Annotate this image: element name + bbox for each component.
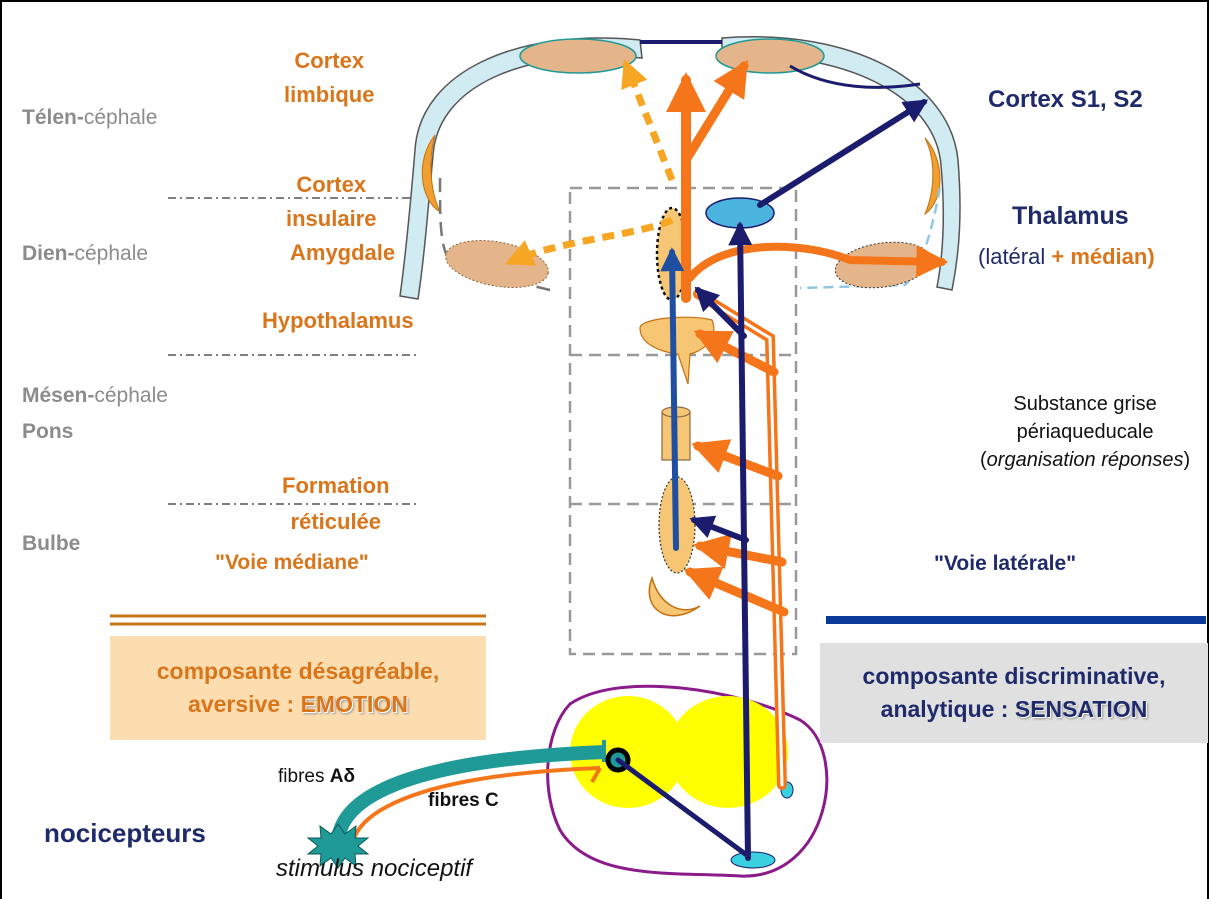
arrow-to-pag	[698, 446, 778, 476]
hypothalamus-shape	[640, 317, 714, 384]
level-telencephale: Télen-céphale	[22, 106, 157, 130]
sensation-line2: analytique : SENSATION	[863, 693, 1166, 726]
level-bulbe: Bulbe	[22, 532, 80, 556]
emotion-component-box: composante désagréable, aversive : EMOTI…	[110, 636, 486, 740]
level-diencephale: Dien-céphale	[22, 242, 148, 266]
label-fibres-c: fibres C	[428, 790, 499, 812]
label-cortex-s1s2: Cortex S1, S2	[988, 86, 1143, 114]
dashed-emotional-arrows	[510, 64, 672, 262]
arrow-to-cortex-s1s2	[760, 102, 924, 205]
arrow-to-limbic-dashed	[626, 64, 672, 180]
label-amygdale: Amygdale	[290, 240, 395, 266]
label-thalamus-sub: (latéral + médian)	[978, 244, 1155, 270]
label-fibres-adelta: fibres Aδ	[278, 766, 355, 788]
dorsal-horn-right	[668, 696, 788, 808]
arrow-reticulo-thalamic	[672, 252, 676, 548]
arrow-to-hypothalamus	[700, 334, 774, 372]
bulbe-shape	[649, 578, 700, 616]
label-nocicepteurs: nocicepteurs	[44, 818, 206, 849]
label-thalamus: Thalamus	[1012, 202, 1129, 231]
amygdale-area	[442, 233, 552, 294]
arrow-to-cortex-s1	[686, 66, 744, 160]
label-hypothalamus: Hypothalamus	[262, 308, 414, 334]
cortex-limbique-area	[520, 39, 636, 73]
arrow-to-reticular	[700, 546, 782, 562]
component-bars	[110, 616, 1206, 624]
cortex-s1s2-area	[716, 39, 824, 73]
label-voie-mediane: "Voie médiane"	[215, 551, 369, 575]
emotion-line2: aversive : EMOTION	[157, 688, 440, 721]
commissure-dot	[731, 852, 775, 868]
label-stimulus: stimulus nociceptif	[276, 855, 472, 883]
sensation-component-box: composante discriminative, analytique : …	[820, 643, 1208, 743]
level-mesencephale: Mésen-céphale	[22, 384, 168, 408]
arrow-to-reticular-navy	[694, 520, 746, 540]
label-voie-laterale: "Voie latérale"	[934, 552, 1076, 576]
sensation-line1: composante discriminative,	[863, 660, 1166, 693]
level-pons: Pons	[22, 420, 73, 444]
arrow-to-amygdale	[510, 220, 672, 262]
emotion-line1: composante désagréable,	[157, 655, 440, 688]
arrow-to-bulbe	[690, 572, 784, 612]
